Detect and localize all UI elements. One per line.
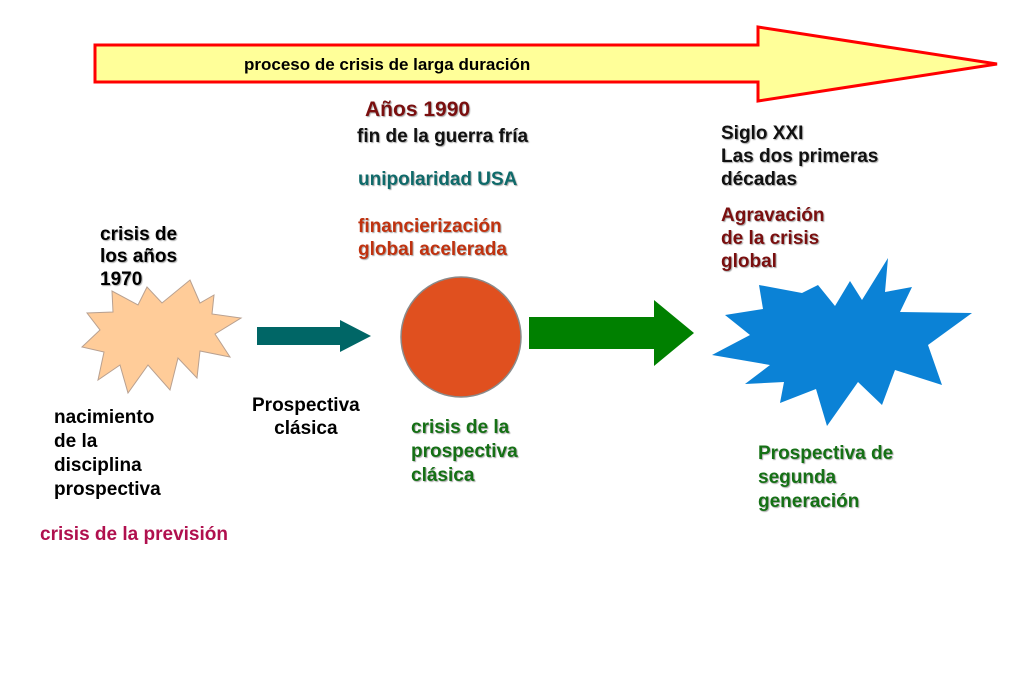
crisis-1970-heading: crisis de los años 1970: [100, 224, 178, 290]
global-crisis-starburst: [712, 258, 972, 426]
second-generation-caption: Prospectiva de segunda generación: [758, 443, 894, 513]
century-21-heading: Siglo XXI Las dos primeras décadas: [721, 123, 879, 191]
financialization-label: financierización global acelerada: [358, 216, 507, 260]
discipline-birth-caption: nacimiento de la disciplina prospectiva: [54, 407, 161, 501]
classic-prospective-label: Prospectiva clásica: [252, 395, 360, 439]
transition-arrow: [529, 300, 694, 366]
cold-war-end-label: fin de la guerra fría: [357, 126, 529, 147]
classic-crisis-caption: crisis de la prospectiva clásica: [411, 417, 518, 487]
forecast-crisis-label: crisis de la previsión: [40, 524, 228, 545]
crisis-1970-starburst: [80, 279, 243, 395]
process-arrow: [93, 25, 998, 103]
usa-unipolarity-label: unipolaridad USA: [358, 169, 518, 190]
classic-crisis-circle: [400, 276, 522, 398]
classic-prospective-arrow: [257, 320, 371, 352]
global-crisis-label: Agravación de la crisis global: [721, 205, 825, 273]
process-label: proceso de crisis de larga duración: [244, 55, 531, 74]
years-1990-heading: Años 1990: [365, 98, 471, 121]
